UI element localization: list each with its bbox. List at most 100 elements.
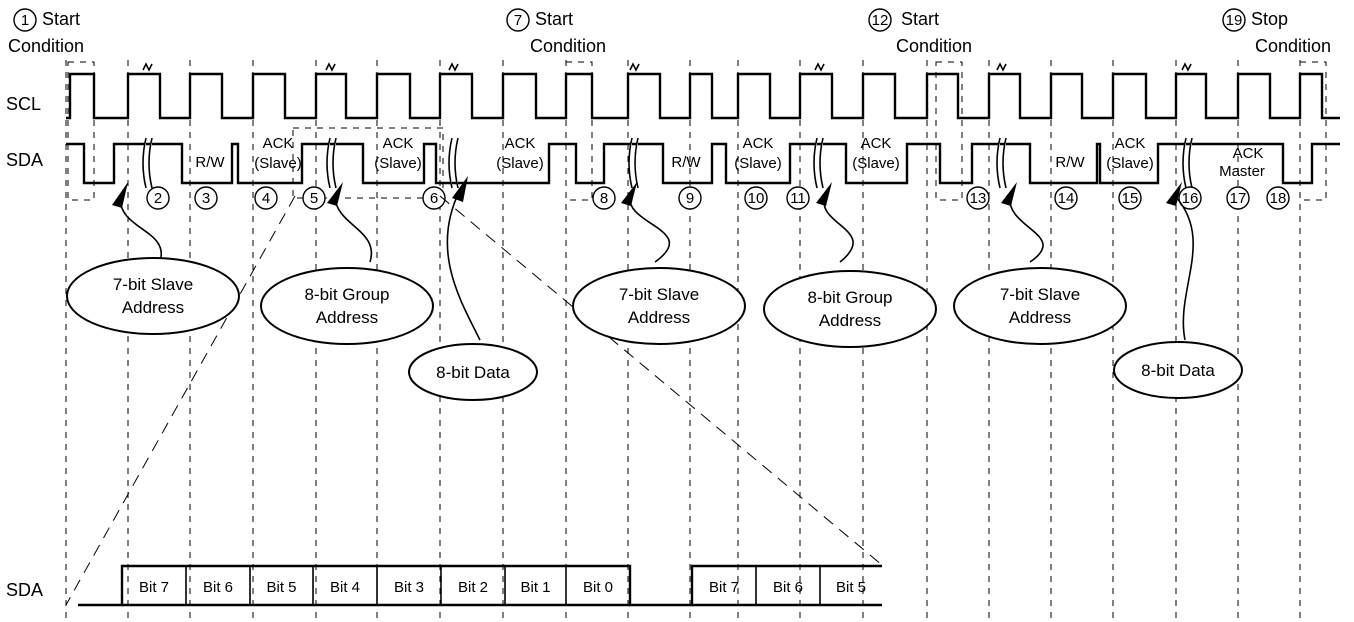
step-number: 13 — [970, 190, 987, 207]
bit-cell-label: Bit 3 — [394, 579, 424, 596]
marker-label-2: Condition — [8, 36, 84, 56]
expansion-line-right — [439, 195, 883, 566]
svg-text:Address: Address — [1009, 308, 1071, 327]
step-number: 2 — [154, 190, 162, 207]
step-number: 8 — [600, 190, 608, 207]
step-number: 18 — [1270, 190, 1287, 207]
step-number-circle — [1178, 186, 1202, 210]
callout-group-address-1: 8-bit Group Address — [260, 267, 434, 345]
callout-group-address-2: 8-bit Group Address — [763, 270, 937, 348]
svg-text:8-bit Data: 8-bit Data — [1141, 361, 1215, 380]
step-number-circle — [1054, 186, 1078, 210]
step-number-circle — [744, 186, 768, 210]
grid-lines — [65, 60, 1301, 622]
step-number-circle — [1118, 186, 1142, 210]
step-number-circle — [592, 186, 616, 210]
marker-label: Start — [42, 9, 80, 29]
marker-label: Start — [901, 9, 939, 29]
break-marks — [142, 62, 1193, 189]
step-number: 10 — [748, 190, 765, 207]
ack-master-label: Master — [1219, 163, 1265, 180]
ack-label: ACK — [1233, 145, 1264, 162]
bit-cell-label: Bit 2 — [458, 579, 488, 596]
svg-text:7-bit Slave: 7-bit Slave — [1000, 285, 1080, 304]
marker-start-1: 1 Start Condition — [8, 8, 84, 56]
ack-slave-label: (Slave) — [1106, 155, 1154, 172]
step-number: 3 — [202, 190, 210, 207]
marker-label-2: Condition — [1255, 36, 1331, 56]
step-number: 11 — [790, 190, 806, 207]
ack-slave-label: (Slave) — [496, 155, 544, 172]
bit-cell-label: Bit 7 — [139, 579, 169, 596]
svg-text:8-bit Group: 8-bit Group — [807, 288, 892, 307]
marker-start-12: 12 Start Condition — [868, 8, 972, 56]
scl-waveform — [66, 72, 1340, 120]
svg-text:Address: Address — [819, 311, 881, 330]
ack-label: ACK — [383, 135, 414, 152]
svg-text:Address: Address — [628, 308, 690, 327]
sda-waveform — [66, 142, 1340, 185]
step-number-circle — [786, 186, 810, 210]
rw-label: R/W — [195, 154, 225, 171]
bit-cell-label: Bit 4 — [330, 579, 360, 596]
ack-label: ACK — [1115, 135, 1146, 152]
step-number: 16 — [1182, 190, 1199, 207]
step-number: 5 — [310, 190, 318, 207]
bit-cell-label: Bit 0 — [583, 579, 613, 596]
marker-label: Stop — [1251, 9, 1288, 29]
bit-cell-label: Bit 5 — [836, 579, 866, 596]
marker-label-2: Condition — [896, 36, 972, 56]
callout-connectors — [119, 189, 1194, 341]
marker-stop-19: 19 Stop Condition — [1222, 8, 1331, 56]
svg-text:Address: Address — [122, 298, 184, 317]
step-number-circle — [194, 186, 218, 210]
step-number: 4 — [262, 190, 270, 207]
bit-cell-label: Bit 6 — [773, 579, 803, 596]
bit-cells: Bit 7 Bit 6 Bit 5 Bit 4 Bit 3 Bit 2 Bit 1 Bit 0… — [121, 566, 866, 605]
svg-text:7-bit Slave: 7-bit Slave — [619, 285, 699, 304]
step-number: 17 — [1230, 190, 1247, 207]
marker-label: Start — [535, 9, 573, 29]
step-number-circle — [1226, 186, 1250, 210]
callout-data-1: 8-bit Data — [408, 343, 538, 401]
bit-cell-label: Bit 6 — [203, 579, 233, 596]
sda-field-labels: R/W ACK (Slave) ACK (Slave) ACK (Slave) … — [195, 135, 1265, 180]
callout-slave-address-3: 7-bit Slave Address — [953, 267, 1127, 345]
scl-label: SCL — [6, 94, 41, 114]
svg-text:8-bit Data: 8-bit Data — [436, 363, 510, 382]
svg-text:8-bit Group: 8-bit Group — [304, 285, 389, 304]
bit-cell-label: Bit 1 — [520, 579, 550, 596]
step-number: 15 — [1122, 190, 1139, 207]
callout-slave-address-2: 7-bit Slave Address — [572, 267, 746, 345]
step-number-circle — [966, 186, 990, 210]
ack-slave-label: (Slave) — [254, 155, 302, 172]
step-number: 6 — [430, 190, 438, 207]
sda-detail-label: SDA — [6, 580, 43, 600]
ack-label: ACK — [861, 135, 892, 152]
ack-slave-label: (Slave) — [852, 155, 900, 172]
step-number-circle — [302, 186, 326, 210]
step-number-circle — [146, 186, 170, 210]
ack-label: ACK — [743, 135, 774, 152]
step-number-circle — [422, 186, 446, 210]
step-number-circle — [254, 186, 278, 210]
callout-data-2: 8-bit Data — [1113, 341, 1243, 399]
step-number-circle — [678, 186, 702, 210]
ack-slave-label: (Slave) — [374, 155, 422, 172]
bit-cell-label: Bit 5 — [266, 579, 296, 596]
marker-number: 1 — [21, 12, 29, 29]
sda-label: SDA — [6, 150, 43, 170]
step-number: 14 — [1058, 190, 1075, 207]
ack-label: ACK — [505, 135, 536, 152]
ack-slave-label: (Slave) — [734, 155, 782, 172]
marker-number: 7 — [514, 12, 522, 29]
rw-label: R/W — [1055, 154, 1085, 171]
callout-slave-address-1: 7-bit Slave Address — [66, 257, 240, 335]
svg-text:7-bit Slave: 7-bit Slave — [113, 275, 193, 294]
ack-label: ACK — [263, 135, 294, 152]
svg-text:Address: Address — [316, 308, 378, 327]
marker-start-7: 7 Start Condition — [506, 8, 606, 56]
marker-number: 12 — [872, 12, 889, 29]
